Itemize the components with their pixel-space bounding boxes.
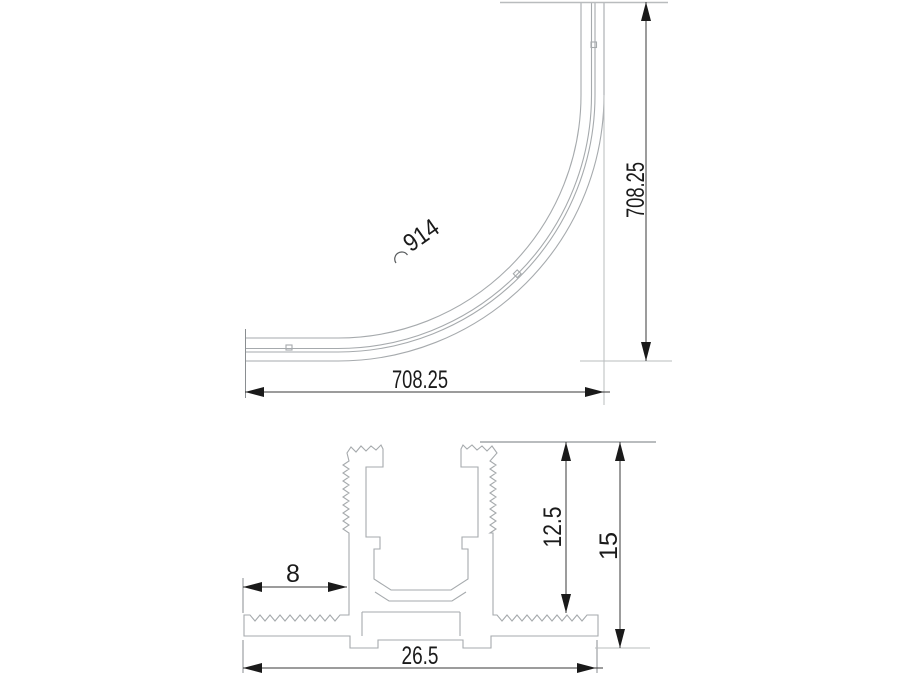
- dim-12-5-label: 12.5: [539, 507, 567, 548]
- horizontal-dim-label: 708.25: [392, 366, 448, 394]
- track-arc-1: [245, 2, 582, 339]
- track-arc-3: [245, 2, 596, 353]
- arrowhead-right: [328, 582, 347, 592]
- arrowhead-down: [641, 342, 651, 361]
- arrowhead-left: [243, 582, 262, 592]
- plan-view-curved-track: [245, 2, 605, 362]
- section-dim-15: 15: [595, 442, 625, 648]
- arc-symbol-icon: [394, 251, 408, 264]
- arrowhead-right: [577, 663, 596, 673]
- arrowhead-up: [561, 442, 571, 461]
- arrowhead-down: [615, 629, 625, 648]
- section-dim-26-5: 26.5: [243, 642, 603, 673]
- arrowhead-up: [615, 442, 625, 461]
- track-hole-top: [590, 41, 598, 49]
- section-view-profile: [243, 444, 599, 649]
- plan-extension-lines: [245, 1, 672, 405]
- vertical-dim-label: 708.25: [622, 162, 650, 218]
- profile-outline: [243, 444, 599, 649]
- track-arc-2: [245, 2, 593, 350]
- arc-length-label: 914: [398, 213, 444, 257]
- profile-inner-detail: [361, 591, 467, 636]
- arrowhead-up: [641, 2, 651, 21]
- track-arc-4: [245, 2, 605, 362]
- plan-vertical-dimension: 708.25: [622, 2, 651, 361]
- section-dim-8: 8: [243, 560, 347, 592]
- arc-length-annotation: 914: [394, 213, 445, 264]
- dim-8-label: 8: [286, 560, 300, 588]
- arrowhead-right: [585, 387, 604, 397]
- track-hole-middle: [512, 269, 522, 279]
- arrowhead-left: [243, 663, 262, 673]
- dim-15-label: 15: [595, 532, 623, 560]
- dim-26-5-label: 26.5: [402, 642, 439, 670]
- plan-horizontal-dimension: 708.25: [245, 366, 610, 397]
- track-hole-bottom: [285, 344, 293, 351]
- arrowhead-down: [561, 594, 571, 613]
- arrowhead-left: [245, 387, 264, 397]
- section-dim-12-5: 12.5: [539, 442, 571, 613]
